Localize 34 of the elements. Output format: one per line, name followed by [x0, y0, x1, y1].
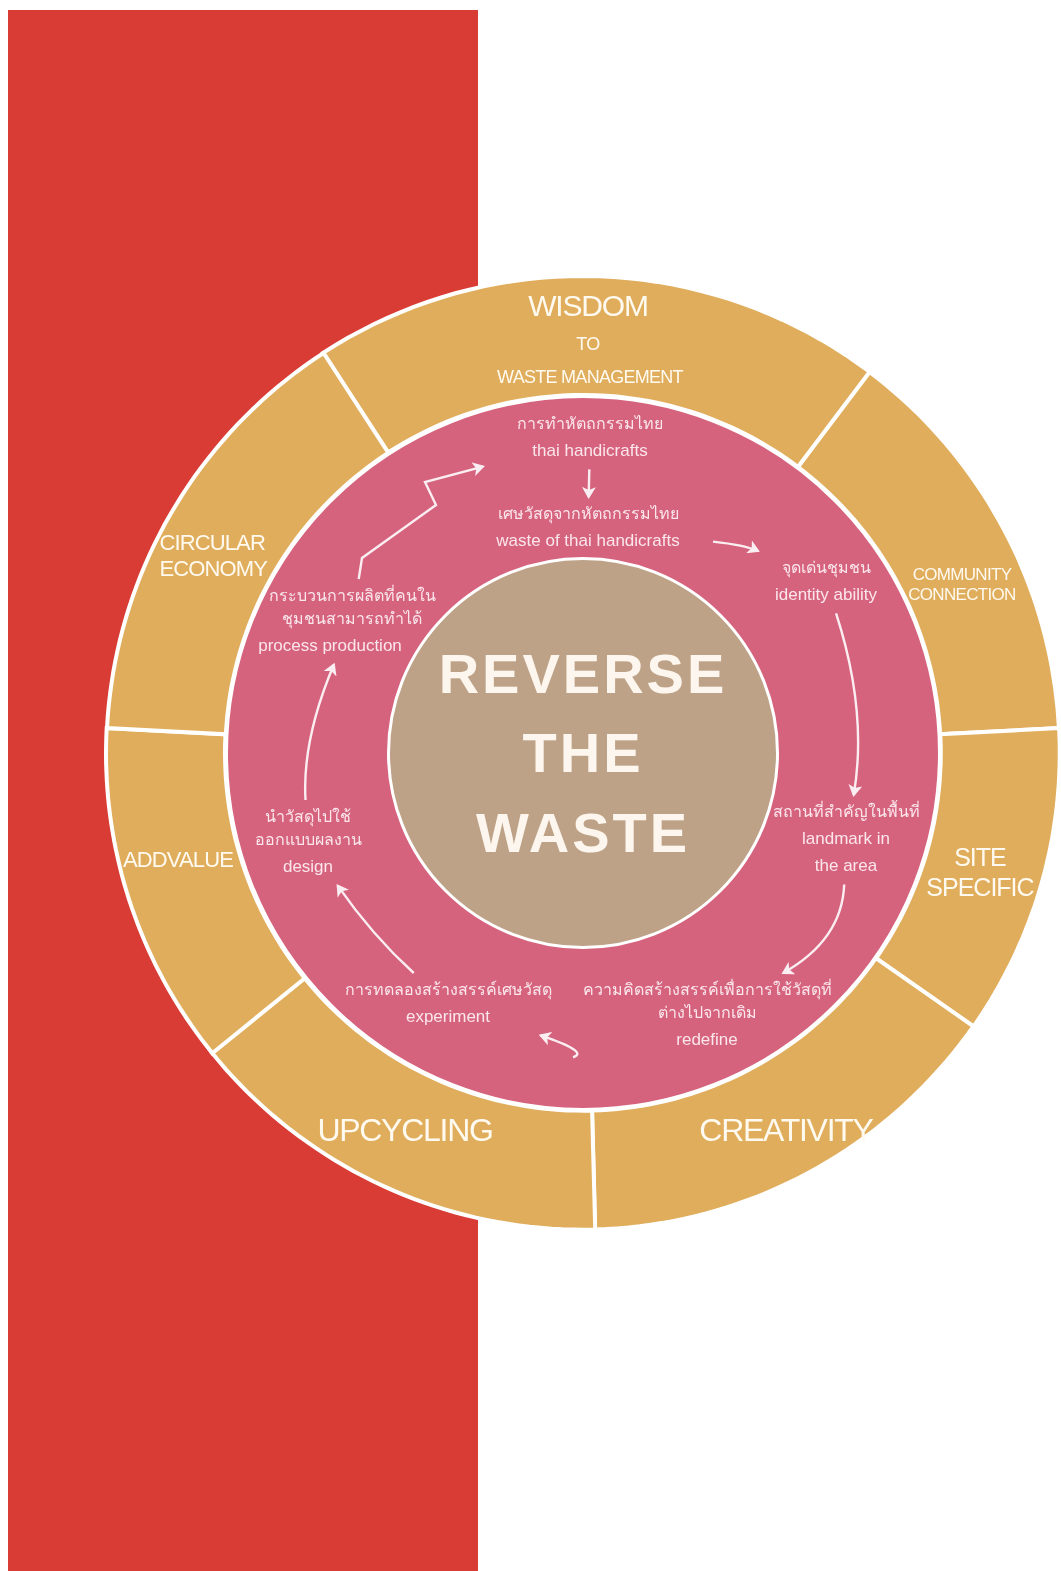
arrow — [781, 884, 846, 975]
english-label: redefine — [675, 1029, 739, 1052]
arrow — [712, 540, 760, 554]
arrow — [581, 469, 596, 499]
thai-label: กระบวนการผลิตที่คนในชุมชนสามารถทำได้ — [268, 584, 436, 631]
segment-label: WISDOM — [528, 288, 648, 324]
thai-label: นำวัสดุไปใช้ออกแบบผลงาน — [253, 806, 363, 851]
arrow — [304, 662, 337, 801]
segment-label: WASTE MANAGEMENT — [497, 367, 683, 389]
center-title: REVERSE THE WASTE — [437, 640, 729, 866]
english-label: experiment — [404, 1006, 492, 1029]
english-label: thai handicrafts — [531, 440, 649, 463]
segment-label: CIRCULAR ECONOMY — [159, 529, 268, 583]
english-label: identity ability — [773, 584, 879, 607]
segment-label: ADDVALUE — [123, 846, 233, 874]
thai-label: ความคิดสร้างสรรค์เพื่อการใช้วัสดุที่ต่างไปจากเดิม — [581, 978, 833, 1024]
thai-label: การทดลองสร้างสรรค์เศษวัสดุ — [343, 979, 553, 1002]
segment-label: COMMUNITY CONNECTION — [907, 564, 1017, 606]
segment-label: CREATIVITY — [699, 1110, 873, 1150]
english-label: landmark in the area — [801, 828, 891, 878]
english-label: waste of thai handicrafts — [495, 530, 681, 553]
arrow — [336, 883, 415, 974]
thai-label: เศษวัสดุจากหัตถกรรมไทย — [496, 504, 680, 526]
arrow — [357, 462, 485, 580]
thai-label: สถานที่สำคัญในพื้นที่ — [762, 800, 930, 824]
english-label: design — [281, 856, 335, 879]
arrow — [538, 1032, 579, 1059]
segment-label: UPCYCLING — [317, 1110, 493, 1150]
arrow — [834, 613, 863, 797]
segment-label: TO — [576, 334, 600, 356]
english-label: process production — [257, 635, 403, 658]
thai-label: จุดเด่นชุมชน — [780, 558, 872, 580]
thai-label: การทำหัตถกรรมไทย — [516, 414, 664, 434]
segment-label: SITE SPECIFIC — [925, 842, 1035, 902]
